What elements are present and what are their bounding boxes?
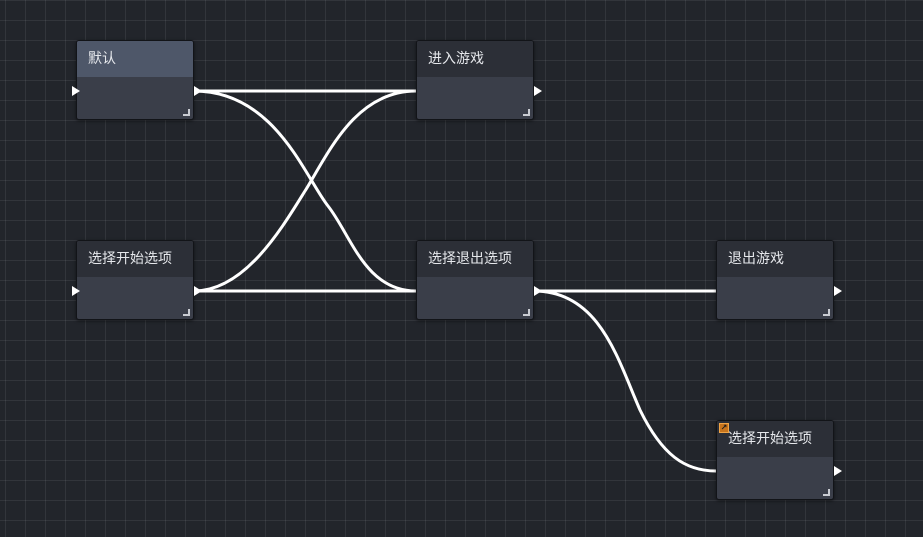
node-body (417, 77, 533, 119)
node-body (717, 457, 833, 499)
resize-handle[interactable] (523, 109, 530, 116)
output-port[interactable] (834, 286, 842, 296)
output-port[interactable] (194, 286, 202, 296)
edge-select-start-to-enter-game[interactable] (192, 89, 418, 293)
node-enter-game[interactable]: 进入游戏 (416, 40, 542, 120)
edge-select-exit-to-select-start-ref[interactable] (532, 289, 718, 473)
node-body (417, 277, 533, 319)
output-port[interactable] (834, 466, 842, 476)
resize-handle[interactable] (523, 309, 530, 316)
node-select-start-ref[interactable]: 选择开始选项 ↗ (716, 420, 842, 500)
input-port[interactable] (72, 286, 80, 296)
node-title: 进入游戏 (417, 41, 533, 77)
node-title: 退出游戏 (717, 241, 833, 277)
output-port[interactable] (534, 286, 542, 296)
output-port[interactable] (194, 86, 202, 96)
edge-default-to-select-exit[interactable] (192, 89, 418, 293)
node-select-exit[interactable]: 选择退出选项 (416, 240, 542, 320)
resize-handle[interactable] (823, 489, 830, 496)
node-body (717, 277, 833, 319)
node-body (77, 277, 193, 319)
node-title: 默认 (77, 41, 193, 77)
node-title: 选择开始选项 (717, 421, 833, 457)
resize-handle[interactable] (823, 309, 830, 316)
link-arrow-icon: ↗ (719, 423, 729, 433)
node-exit-game[interactable]: 退出游戏 (716, 240, 842, 320)
node-select-start[interactable]: 选择开始选项 (72, 240, 202, 320)
output-port[interactable] (534, 86, 542, 96)
node-default[interactable]: 默认 (72, 40, 202, 120)
resize-handle[interactable] (183, 309, 190, 316)
input-port[interactable] (72, 86, 80, 96)
node-body (77, 77, 193, 119)
node-title: 选择开始选项 (77, 241, 193, 277)
node-title: 选择退出选项 (417, 241, 533, 277)
resize-handle[interactable] (183, 109, 190, 116)
